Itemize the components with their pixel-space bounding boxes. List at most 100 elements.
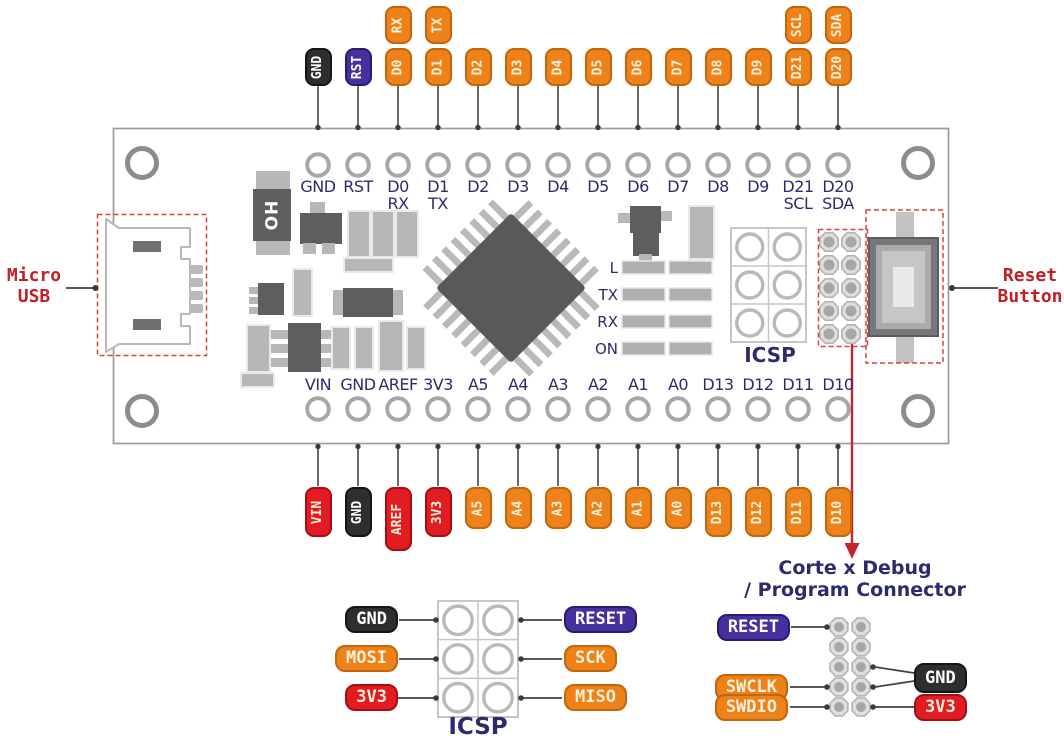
pin-badge-top-d3: D3 [504, 48, 532, 86]
debug-badge-swdio: SWDIO [714, 694, 788, 721]
pin-badge-top-rst-text: RST [350, 55, 366, 79]
passive-components [240, 171, 715, 388]
icsp-badge-miso: MISO [564, 684, 627, 711]
pin-badge-top-d20: D20 [824, 48, 852, 86]
reset-annotation-line2: Button [997, 286, 1063, 307]
leader-dot [715, 124, 721, 131]
pin-badge-top-d8: D8 [704, 48, 732, 86]
usb-pins [189, 265, 203, 313]
pin-badge-bottom-a2: A2 [584, 487, 612, 529]
debug-pads-board [818, 232, 862, 345]
led-label-l: L [609, 259, 618, 277]
micro-usb-connector [96, 213, 208, 357]
pin-hole-top [625, 152, 651, 178]
pin-badge-top-d2-text: D2 [470, 59, 486, 75]
pin-badge-top-d0: D0 [384, 48, 412, 86]
leader-dot [355, 443, 361, 450]
pin-hole-top [545, 152, 571, 178]
pin-leader-lines [315, 86, 841, 486]
pin-badge-bottom-3v3-text: 3V3 [430, 500, 446, 524]
pin-badge-bottom-d13: D13 [704, 487, 732, 537]
pin-label-top-d20: D20 [822, 177, 854, 196]
usb-shell [105, 218, 191, 353]
leader-dot [515, 124, 521, 131]
pin-badge-bottom-3v3: 3V3 [424, 487, 452, 537]
pin-badge-bottom-a0-text: A0 [670, 500, 686, 516]
pin-label-bottom-gnd: GND [340, 375, 376, 394]
leader-dot [395, 124, 401, 131]
pin-badge-top-d9: D9 [744, 48, 772, 86]
pin-hole-top [665, 152, 691, 178]
pin-label-bottom-d13: D13 [702, 375, 734, 394]
pin-hole-top [705, 152, 731, 178]
pin-label-bottom-aref: AREF [378, 375, 418, 394]
reset-button-graphic [865, 209, 944, 364]
pin-hole-bottom [625, 396, 651, 422]
pin-badge-top-rx-text: RX [390, 17, 406, 33]
pin-badge-top-rx: RX [384, 6, 412, 44]
leader-dot [675, 124, 681, 131]
pin-badge-bottom-gnd-text: GND [350, 500, 366, 524]
pin-label-top-d0: D0 [387, 177, 409, 196]
leader-dot [675, 443, 681, 450]
pin-label-top-d6: D6 [627, 177, 649, 196]
mcu-body [437, 214, 585, 362]
pin-hole-bottom [465, 396, 491, 422]
pin-badge-top-rst: RST [344, 48, 372, 86]
pin-label-top-d4: D4 [547, 177, 569, 196]
pin-hole-bottom [825, 396, 851, 422]
leader-dot [595, 124, 601, 131]
pin-sublabel-sda: SDA [822, 194, 854, 213]
micro-usb-annotation: Micro USB [2, 265, 66, 307]
pin-hole-top [305, 152, 331, 178]
debug-callout-arrow [844, 344, 860, 559]
leader-dot [475, 443, 481, 450]
pin-label-bottom-d10: D10 [822, 375, 854, 394]
debug-badge-reset: RESET [716, 614, 790, 641]
leader-dot [635, 443, 641, 450]
pin-badge-top-d8-text: D8 [710, 59, 726, 75]
leader-dot [755, 443, 761, 450]
reset-highlight-box [865, 209, 944, 364]
pin-label-top-d1: D1 [427, 177, 449, 196]
pin-hole-top [345, 152, 371, 178]
debug-title-line1: Corte x Debug [778, 557, 932, 579]
usb-pad [133, 319, 161, 330]
pin-label-bottom-a1: A1 [627, 375, 649, 394]
pin-badge-bottom-a0: A0 [664, 487, 692, 529]
leader-dot [395, 443, 401, 450]
pin-label-top-d21: D21 [782, 177, 814, 196]
mcu-pins [422, 199, 600, 377]
debug-badge-3v3: 3V3 [914, 694, 967, 721]
pin-badge-top-d21: D21 [784, 48, 812, 86]
leader-dot [795, 124, 801, 131]
pin-badge-bottom-a1-text: A1 [630, 500, 646, 516]
pin-hole-bottom [545, 396, 571, 422]
leader-dot [555, 124, 561, 131]
pin-badge-top-d1-text: D1 [430, 59, 446, 75]
pin-badge-top-tx: TX [424, 6, 452, 44]
pin-label-bottom-vin: VIN [304, 375, 332, 394]
pin-hole-bottom [705, 396, 731, 422]
led-label-tx: TX [598, 286, 618, 304]
pin-hole-top [585, 152, 611, 178]
pin-label-top-d5: D5 [587, 177, 609, 196]
pin-badge-top-d0-text: D0 [390, 59, 406, 75]
pin-hole-top [385, 152, 411, 178]
icsp-badge-sck: SCK [564, 645, 617, 672]
pin-badge-top-d7: D7 [664, 48, 692, 86]
pin-badge-top-d5-text: D5 [590, 59, 606, 75]
leader-dot [475, 124, 481, 131]
debug-pads-diagram [829, 617, 871, 717]
pin-hole-top [505, 152, 531, 178]
pin-badge-top-sda: SDA [824, 6, 852, 44]
leader-dot [835, 443, 841, 450]
pin-hole-bottom [665, 396, 691, 422]
pin-hole-top [745, 152, 771, 178]
icsp-badge-gnd: GND [345, 606, 398, 633]
micro-usb-line2: USB [17, 286, 51, 307]
mounting-holes [125, 146, 935, 428]
pin-badge-top-d20-text: D20 [830, 55, 846, 79]
pin-sublabel-rx: RX [387, 194, 409, 213]
